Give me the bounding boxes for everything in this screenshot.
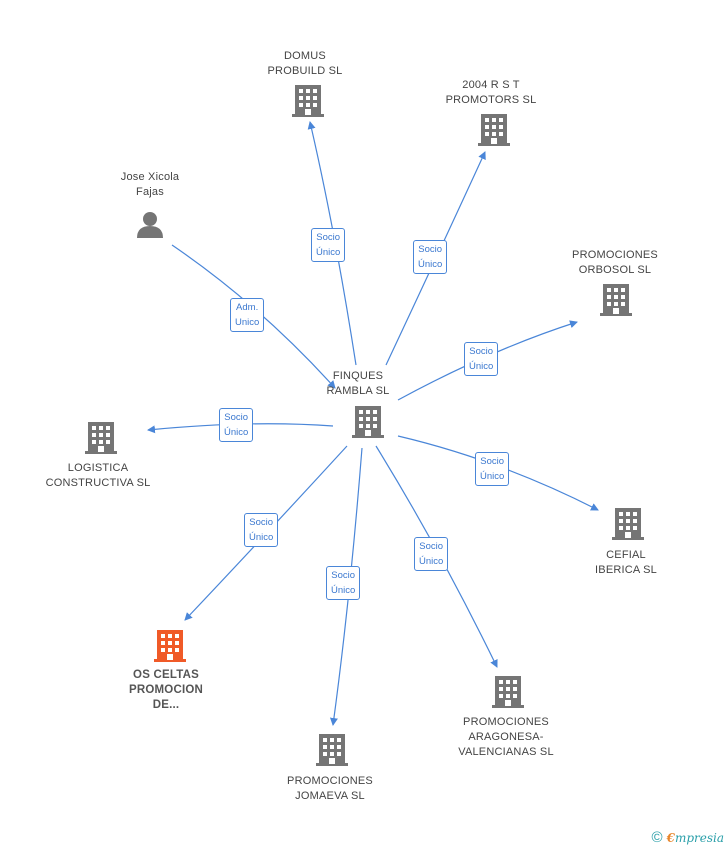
building-icon-jomaeva[interactable] — [316, 734, 348, 766]
edge-label-rst: Socio Único — [413, 240, 448, 274]
node-label-domus[interactable]: DOMUS PROBUILD SL — [267, 50, 343, 77]
node-label-celtas[interactable]: OS CELTAS PROMOCION DE... — [129, 669, 203, 711]
building-icon-rst[interactable] — [478, 114, 510, 146]
brand-logo-e: € — [666, 830, 675, 845]
building-icon-orbosol[interactable] — [600, 284, 632, 316]
building-icon-domus[interactable] — [292, 85, 324, 117]
node-label-orbosol[interactable]: PROMOCIONES ORBOSOL SL — [572, 249, 658, 276]
node-label-center[interactable]: FINQUES RAMBLA SL — [326, 370, 390, 397]
edge-label-celtas: Socio Único — [244, 513, 279, 547]
node-label-aragonesa[interactable]: PROMOCIONES ARAGONESA- VALENCIANAS SL — [458, 716, 554, 758]
edge-label-jose: Adm. Unico — [230, 298, 265, 332]
edge-label-aragonesa: Socio Único — [414, 537, 449, 571]
building-icon-celtas[interactable] — [154, 630, 186, 662]
footer-brand[interactable]: © €mpresia — [652, 829, 724, 846]
brand-logo-text: mpresia — [674, 830, 724, 845]
building-icon-center[interactable] — [352, 406, 384, 438]
edge-label-logistica: Socio Único — [219, 408, 254, 442]
edge-label-cefial: Socio Único — [475, 452, 510, 486]
brand-logo: €mpresia — [667, 831, 724, 845]
node-label-cefial[interactable]: CEFIAL IBERICA SL — [595, 549, 657, 576]
edge-label-orbosol: Socio Único — [464, 342, 499, 376]
copyright-icon: © — [651, 829, 663, 846]
node-label-jose[interactable]: Jose Xicola Fajas — [120, 171, 180, 198]
building-icon-logistica[interactable] — [85, 422, 117, 454]
node-label-jomaeva[interactable]: PROMOCIONES JOMAEVA SL — [287, 775, 373, 802]
building-icon-aragonesa[interactable] — [492, 676, 524, 708]
node-label-logistica[interactable]: LOGISTICA CONSTRUCTIVA SL — [45, 462, 151, 489]
building-icon-cefial[interactable] — [612, 508, 644, 540]
node-label-rst[interactable]: 2004 R S T PROMOTORS SL — [445, 79, 537, 106]
person-icon[interactable] — [137, 212, 163, 238]
edge-label-jomaeva: Socio Único — [326, 566, 361, 600]
edge-label-domus: Socio Único — [311, 228, 346, 262]
